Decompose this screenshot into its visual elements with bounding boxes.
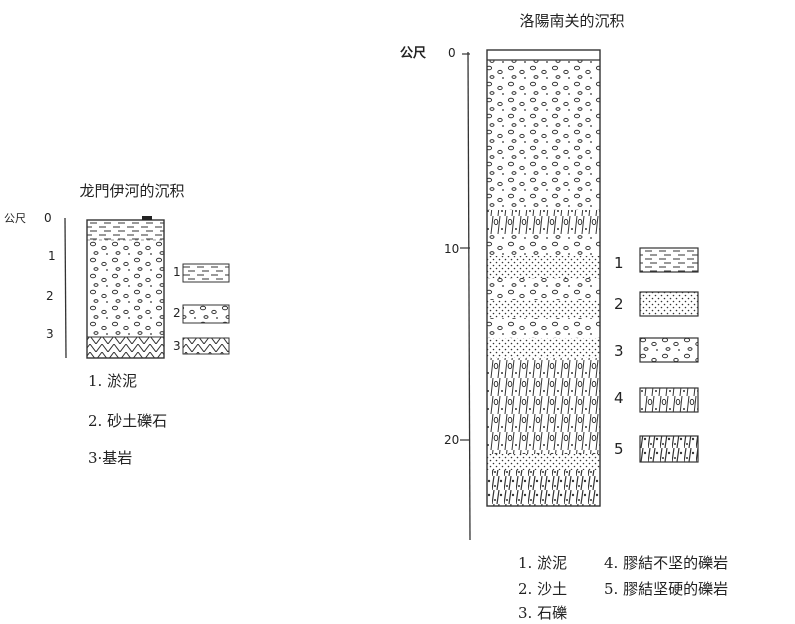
left-layer-silt	[87, 220, 164, 240]
right-layer-hard	[487, 470, 600, 506]
right-layer-loose-1	[487, 210, 600, 234]
right-legend-swatches: 1 2 3 4 5	[614, 247, 699, 463]
left-column-title: 龙門伊河的沉积	[79, 182, 184, 200]
right-legend-swatch-hard-conglomerate	[639, 435, 699, 463]
right-depth-tick-10: 10	[444, 242, 459, 256]
right-layer-gravel-3	[487, 278, 600, 300]
left-layer-sand-gravel	[87, 240, 164, 337]
left-legend-item-1: 1. 淤泥	[88, 372, 137, 390]
right-legend-number-2: 2	[614, 295, 624, 313]
left-legend-number-1: 1	[173, 265, 181, 279]
right-legend-swatch-loose-conglomerate	[639, 387, 699, 413]
right-legend-number-1: 1	[614, 254, 624, 272]
right-strata-column	[486, 49, 601, 507]
right-layer-gravel-4	[487, 318, 600, 338]
right-legend-swatch-silt	[639, 247, 699, 273]
right-layer-gravel-1	[487, 60, 600, 210]
right-column-title: 洛陽南关的沉积	[519, 12, 624, 30]
left-legend-item-3: 3·基岩	[88, 449, 132, 467]
left-legend-swatch-gravel	[182, 304, 230, 324]
left-depth-tick-3: 3	[46, 327, 54, 341]
right-legend-item-3: 3. 石礫	[518, 604, 567, 622]
right-legend-item-2: 2. 沙土	[518, 580, 567, 598]
left-strata-column	[86, 216, 165, 359]
right-layer-gravel-2	[487, 234, 600, 256]
right-legend-number-4: 4	[614, 389, 624, 407]
right-legend-item-5: 5. 膠結坚硬的礫岩	[604, 580, 728, 598]
right-depth-tick-0: 0	[448, 46, 456, 60]
left-layer-bedrock	[87, 337, 164, 358]
right-layer-sand-1	[487, 256, 600, 278]
right-layer-sand-4	[487, 454, 600, 470]
right-legend-swatch-gravel	[639, 337, 699, 363]
right-layer-sand-3	[487, 338, 600, 358]
right-legend-number-3: 3	[614, 342, 624, 360]
right-legend-item-1: 1. 淤泥	[518, 554, 567, 572]
right-legend-swatch-sand	[639, 291, 699, 317]
left-legend-swatch-bedrock	[182, 337, 230, 355]
left-legend-number-2: 2	[173, 306, 181, 320]
left-depth-tick-2: 2	[46, 289, 54, 303]
right-legend-item-4: 4. 膠結不坚的礫岩	[604, 554, 728, 572]
right-layer-sand-2	[487, 300, 600, 318]
left-legend-item-2: 2. 砂土礫石	[88, 412, 167, 430]
left-legend-swatch-silt	[182, 263, 230, 283]
left-depth-tick-0: 0	[44, 211, 52, 225]
right-legend-number-5: 5	[614, 440, 624, 458]
right-depth-tick-20: 20	[444, 433, 459, 447]
left-depth-unit: 公尺	[4, 212, 26, 225]
left-legend-swatches: 1 2 3	[173, 263, 230, 355]
left-depth-axis	[64, 217, 67, 359]
left-depth-tick-1: 1	[48, 249, 56, 263]
left-legend-number-3: 3	[173, 339, 181, 353]
right-layer-loose-2	[487, 358, 600, 454]
right-depth-axis	[460, 51, 471, 541]
right-depth-unit: 公尺	[400, 46, 426, 61]
